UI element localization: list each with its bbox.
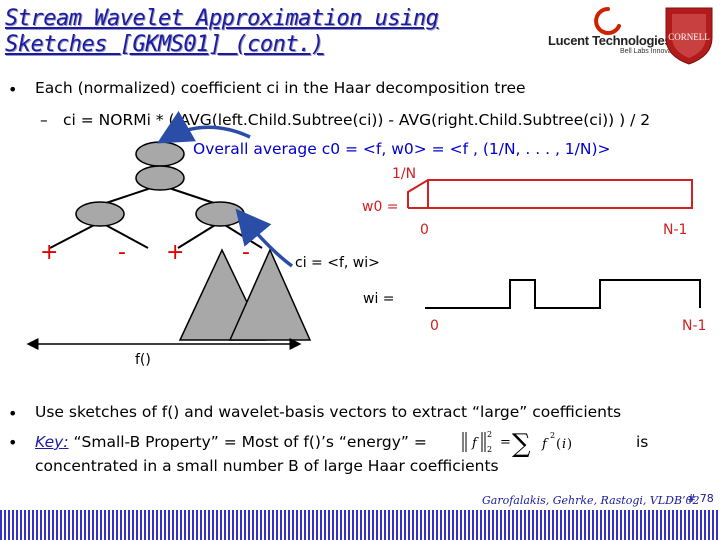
bullet-1-text: Each (normalized) coefficient ci in the … — [35, 79, 526, 97]
bullet-3-line-1: Key: “Small-B Property” = Most of f()’s … — [35, 433, 427, 451]
sign-plus-2: + — [166, 240, 185, 265]
overall-average-arrow — [156, 110, 251, 144]
slide-title-line-2: Sketches [GKMS01] (cont.) — [5, 32, 324, 57]
slide-title-line-1: Stream Wavelet Approximation using — [5, 6, 439, 31]
svg-text:i: i — [562, 437, 566, 452]
sign-plus-1: + — [40, 240, 59, 265]
svg-text:2: 2 — [550, 431, 555, 440]
w0-basis-plot — [407, 179, 693, 209]
svg-text:(: ( — [556, 437, 561, 452]
label-0-bottom: 0 — [430, 318, 439, 334]
slide-title: Stream Wavelet Approximation using Sketc… — [5, 6, 439, 58]
label-0-top: 0 — [420, 222, 429, 238]
svg-text:=: = — [500, 435, 511, 450]
key-label: Key: — [35, 433, 69, 451]
ci-arrow — [235, 208, 294, 268]
sub-bullet-dash: – — [40, 111, 48, 129]
slide-number: # 78 — [687, 492, 714, 505]
label-1-over-n: 1/N — [392, 166, 417, 182]
cornell-logo-text: CORNELL — [668, 32, 710, 42]
label-n-1-bottom: N-1 — [682, 318, 707, 334]
energy-formula: f 2 2 = ∑ f 2 ( i ) — [462, 429, 572, 459]
bullet-3-body: “Small-B Property” = Most of f()’s “ener… — [68, 433, 427, 451]
lucent-logo — [588, 6, 628, 40]
bullet-1-marker: • — [8, 80, 18, 99]
label-n-1-top: N-1 — [663, 222, 688, 238]
svg-text:): ) — [567, 437, 572, 452]
citation: Garofalakis, Gehrke, Rastogi, VLDB’02 — [482, 494, 700, 507]
svg-text:f: f — [541, 437, 549, 452]
sub-bullet-text: ci = NORMi * ( AVG(left.Child.Subtree(ci… — [63, 111, 651, 129]
bullet-3-marker: • — [8, 433, 18, 452]
label-w0: w0 = — [362, 199, 399, 215]
tree-node-right — [195, 201, 245, 227]
tree-root-node — [135, 141, 185, 167]
svg-text:f: f — [471, 436, 479, 451]
sign-minus-2: - — [242, 240, 250, 265]
bullet-2-text: Use sketches of f() and wavelet-basis ve… — [35, 403, 622, 421]
lucent-ring-icon — [594, 7, 621, 35]
cornell-logo: CORNELL — [660, 4, 718, 70]
bullet-2-marker: • — [8, 404, 18, 423]
overall-average-text: Overall average c0 = <f, w0> = <f , (1/N… — [193, 140, 611, 158]
lucent-subtitle: Bell Labs Innovations — [620, 48, 687, 55]
label-f: f() — [135, 352, 151, 368]
label-wi: wi = — [363, 291, 395, 307]
cornell-seal-icon: CORNELL — [665, 7, 713, 65]
svg-text:2: 2 — [487, 430, 492, 439]
tree-node-c1 — [135, 165, 185, 191]
footer-stripe — [0, 510, 720, 540]
svg-text:∑: ∑ — [512, 429, 531, 459]
lucent-company-name: Lucent Technologies — [548, 33, 672, 48]
sign-minus-1: - — [118, 240, 126, 265]
bullet-3-is: is — [636, 433, 649, 451]
bullet-3-line-2: concentrated in a small number B of larg… — [35, 457, 499, 475]
label-ci: ci = <f, wi> — [295, 255, 380, 271]
tree-node-left — [75, 201, 125, 227]
svg-text:2: 2 — [487, 445, 492, 454]
wi-basis-plot — [425, 279, 701, 309]
